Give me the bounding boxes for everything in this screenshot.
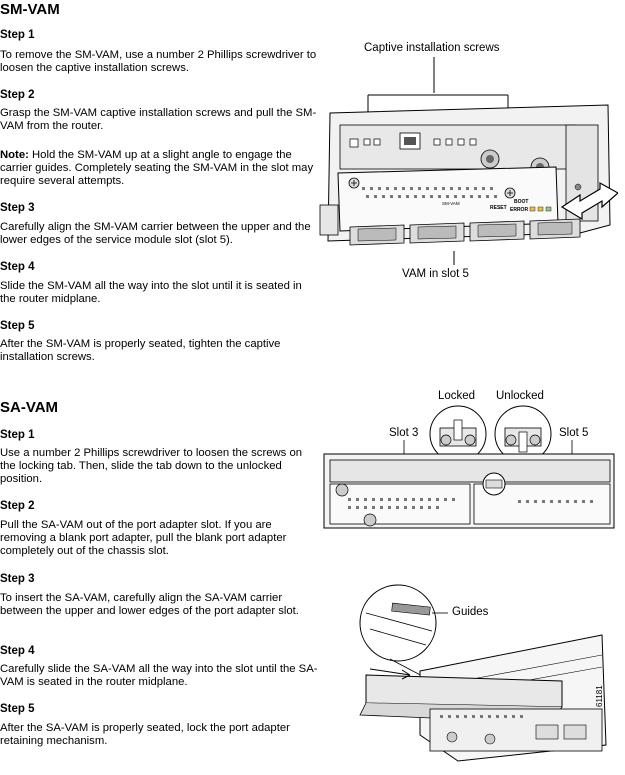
vam-slot5-callout: VAM in slot 5	[402, 268, 469, 280]
sa-step-2-label: Step 2	[0, 500, 35, 512]
panel-label-sm-vam: SM-VAM	[442, 201, 460, 206]
unlocked-callout: Unlocked	[496, 390, 544, 402]
sm-step-5-text: After the SM-VAM is properly seated, tig…	[0, 338, 281, 363]
sm-vam-removal-illustration: BOOT ERROR RESET SM-VAM	[319, 57, 618, 265]
guides-callout: Guides	[452, 606, 489, 618]
sa-vam-insertion-illustration: 61181	[359, 584, 607, 762]
slot-5-callout: Slot 5	[559, 427, 589, 439]
sm-step-5-label: Step 5	[0, 320, 35, 332]
sa-step-3-text: To insert the SA-VAM, carefully align th…	[0, 592, 299, 617]
panel-label-boot: BOOT	[514, 199, 528, 205]
sm-step-2-label: Step 2	[0, 89, 35, 101]
sm-step-4-label: Step 4	[0, 261, 35, 273]
sm-step-3-text: Carefully align the SM-VAM carrier betwe…	[0, 221, 311, 246]
figure-number: 61181	[595, 685, 604, 707]
locked-callout: Locked	[438, 390, 476, 402]
sa-step-2-text: Pull the SA-VAM out of the port adapter …	[0, 519, 287, 557]
sm-note-label: Note:	[0, 149, 29, 161]
sa-step-5-text: After the SA-VAM is properly seated, loc…	[0, 722, 290, 747]
sm-step-4-text: Slide the SM-VAM all the way into the sl…	[0, 280, 302, 305]
sa-step-1-text: Use a number 2 Phillips screwdriver to l…	[0, 447, 303, 485]
sa-vam-heading: SA-VAM	[0, 399, 59, 416]
sm-step-3-label: Step 3	[0, 202, 35, 214]
sm-step-1-label: Step 1	[0, 29, 35, 41]
sm-step-1-text: To remove the SM-VAM, use a number 2 Phi…	[0, 49, 317, 74]
sm-step-2-text: Grasp the SM-VAM captive installation sc…	[0, 107, 317, 132]
sm-vam-heading: SM-VAM	[0, 1, 60, 18]
sm-note-text: Hold the SM-VAM up at a slight angle to …	[0, 149, 314, 187]
panel-label-reset: RESET	[490, 205, 507, 211]
sa-vam-locking-illustration	[323, 405, 615, 529]
sa-step-4-label: Step 4	[0, 645, 35, 657]
sa-step-5-label: Step 5	[0, 703, 35, 715]
sa-step-3-label: Step 3	[0, 573, 35, 585]
panel-label-error: ERROR	[510, 207, 528, 213]
sa-step-4-text: Carefully slide the SA-VAM all the way i…	[0, 663, 318, 688]
captive-screws-callout: Captive installation screws	[364, 42, 500, 54]
sm-note: Note: Hold the SM-VAM up at a slight ang…	[0, 149, 318, 188]
sa-step-1-label: Step 1	[0, 429, 35, 441]
slot-3-callout: Slot 3	[389, 427, 419, 439]
